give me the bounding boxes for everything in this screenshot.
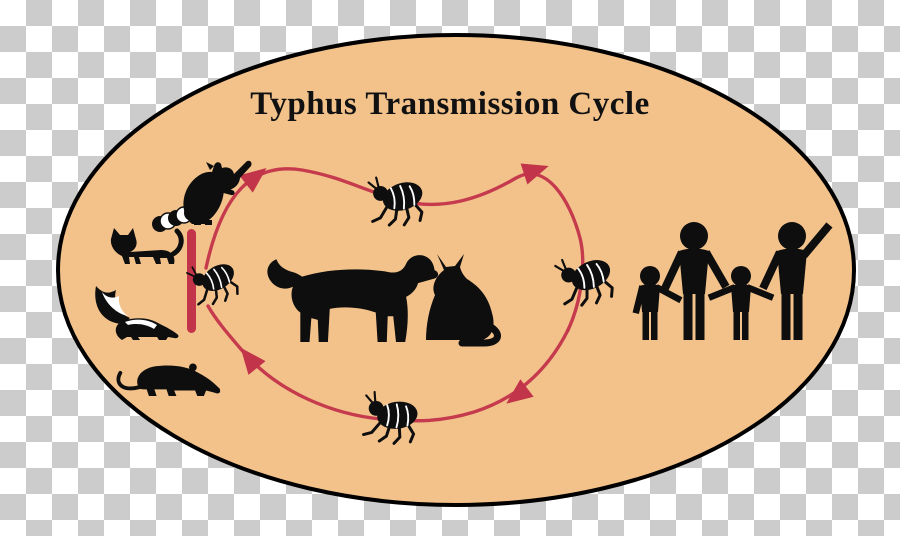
arrowhead-top-right [520,163,549,185]
opossum-icon [116,363,221,396]
child-figure [632,266,683,340]
arrowhead-bottom-left [240,347,266,375]
adult-figure [661,222,730,340]
child-figure [707,266,775,340]
diagram-title: Typhus Transmission Cycle [250,86,650,122]
skunk-icon [95,286,179,340]
raccoon-icon [152,160,252,232]
sitting-cat-icon [426,254,501,347]
family-icon [632,222,833,340]
barrier-bar [187,229,196,333]
cat-icon [110,228,184,264]
dog-icon [267,255,439,342]
arrowhead-bottom-right [506,379,534,404]
arrow-top-path [204,167,585,332]
arrowhead-top-left [239,167,267,193]
waving-adult-figure [759,222,833,340]
